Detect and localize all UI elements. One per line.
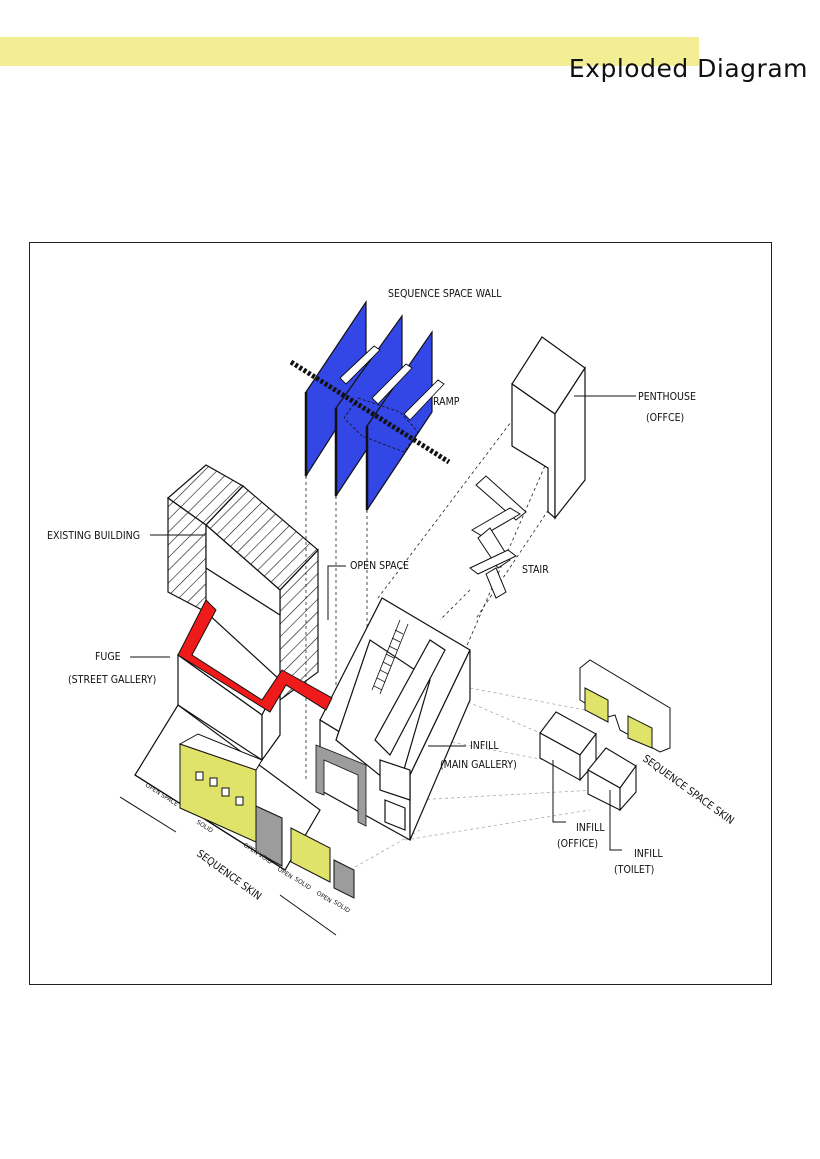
section-cut-line: [289, 359, 451, 465]
infill-toilet-box: [587, 747, 637, 812]
skin-label-open3: OPEN: [315, 890, 333, 905]
label-infill-main: INFILL: [470, 740, 499, 752]
label-sequence-skin: SEQUENCE SKIN: [194, 848, 263, 903]
skin-label-open2: OPEN: [276, 866, 294, 881]
label-open-space: OPEN SPACE: [350, 560, 409, 572]
label-infill-office: INFILL: [576, 822, 605, 834]
existing-building: [167, 464, 319, 702]
label-existing-building: EXISTING BUILDING: [47, 530, 140, 542]
projection-lines-light: [349, 687, 596, 871]
label-sequence-space-wall: SEQUENCE SPACE WALL: [388, 288, 502, 300]
label-stair: STAIR: [522, 564, 549, 576]
skin-label-solid2: SOLID: [293, 876, 312, 892]
label-street-gallery: (STREET GALLERY): [68, 674, 156, 686]
skin-label-solid3: SOLID: [332, 899, 351, 915]
title-banner: [0, 37, 699, 66]
label-toilet: (TOILET): [614, 864, 654, 876]
label-penthouse: PENTHOUSE: [638, 391, 696, 403]
penthouse: [511, 336, 586, 520]
ramp: [339, 345, 445, 421]
sequence-skin-base-lines: [119, 796, 337, 936]
label-infill-toilet: INFILL: [634, 848, 663, 860]
void-frame: [315, 744, 367, 827]
sequence-space-wall: [304, 300, 433, 512]
label-office: (OFFICE): [557, 838, 598, 850]
diagram-frame: [29, 242, 772, 985]
label-sequence-space-skin: SEQUENCE SPACE SKIN: [640, 753, 736, 827]
ramp-dashed-box: [343, 397, 419, 453]
leader-lines: [130, 395, 636, 851]
fuge-street-gallery: [177, 599, 333, 713]
label-fuge: FUGE: [95, 651, 121, 663]
label-main-gallery: (MAIN GALLERY): [440, 759, 517, 771]
label-offce: (OFFCE): [646, 412, 684, 424]
infill-office-box: [539, 711, 597, 782]
sequence-space-skin: [579, 659, 671, 753]
sequence-skin: [178, 733, 355, 899]
stair-element: [469, 475, 527, 599]
page-title: Exploded Diagram: [568, 54, 808, 83]
main-gallery-stair: [371, 619, 409, 695]
label-ramp: RAMP: [433, 396, 460, 408]
